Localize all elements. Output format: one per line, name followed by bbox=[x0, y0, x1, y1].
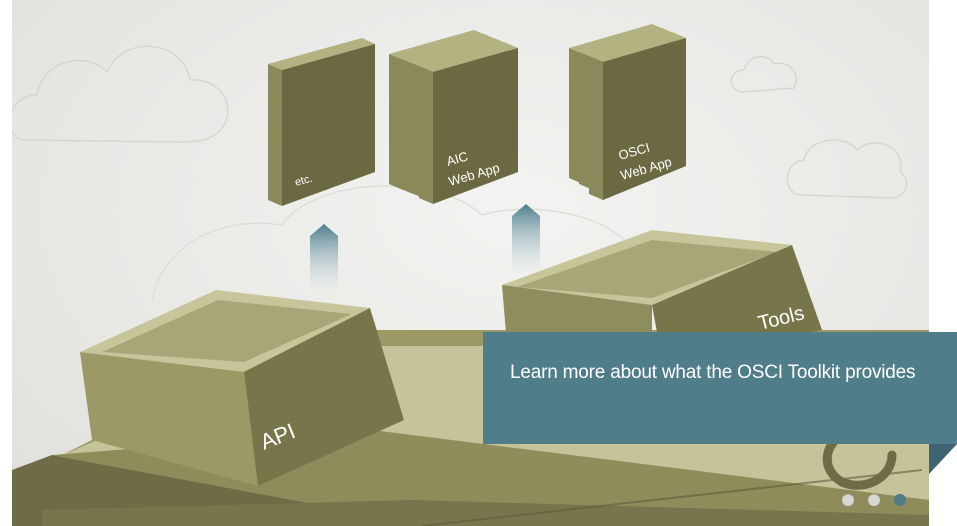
carousel-dot-2[interactable] bbox=[868, 494, 880, 506]
caption-fold-corner bbox=[929, 444, 957, 474]
cloud-center-outline bbox=[151, 185, 633, 301]
carousel-dot-1[interactable] bbox=[842, 494, 854, 506]
book-osci-webapp: OSCI Web App bbox=[569, 24, 686, 200]
book-aic-webapp: AIC Web App bbox=[389, 30, 518, 204]
carousel-slide: Tools API etc. bbox=[12, 0, 929, 526]
cloud-right-icon bbox=[786, 139, 908, 199]
book-etc: etc. bbox=[268, 38, 375, 206]
carousel-pagination bbox=[842, 494, 906, 506]
cloud-left-icon bbox=[12, 45, 797, 143]
tools-box: Tools bbox=[502, 230, 822, 360]
book-etc-label: etc. bbox=[294, 173, 314, 189]
carousel-dot-3[interactable] bbox=[894, 494, 906, 506]
book-aic-label-line1: AIC bbox=[445, 148, 470, 168]
toolkit-illustration: Tools API etc. bbox=[12, 24, 929, 526]
caption-text[interactable]: Learn more about what the OSCI Toolkit p… bbox=[510, 362, 916, 383]
arrow-up-icon bbox=[310, 204, 540, 290]
api-box: API bbox=[80, 290, 404, 486]
caption-box[interactable]: Learn more about what the OSCI Toolkit p… bbox=[483, 332, 957, 444]
